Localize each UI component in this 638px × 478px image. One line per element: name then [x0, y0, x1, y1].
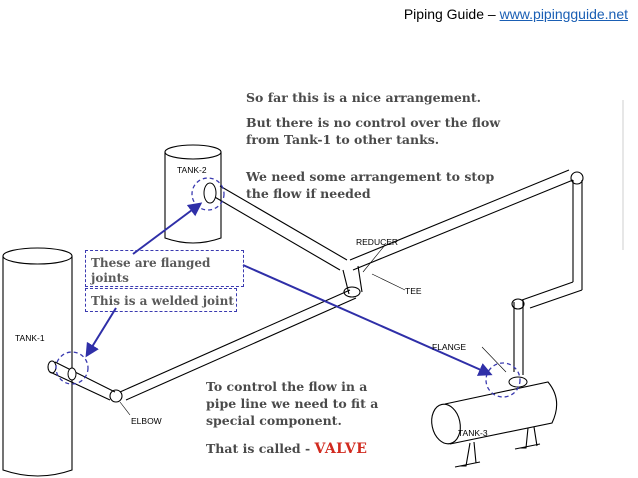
label-tank1: TANK-1 [15, 333, 45, 343]
arrow-to-tank2-flange [132, 202, 203, 255]
tank3-flange [508, 376, 528, 388]
note-to-control: To control the flow in a pipe line we ne… [206, 379, 379, 428]
pipe-network [47, 169, 584, 403]
label-flange: FLANGE [432, 342, 466, 352]
label-reducer: REDUCER [356, 237, 398, 247]
note-no-control: But there is no control over the flow fr… [246, 115, 501, 147]
weld-highlight-tank1 [55, 351, 89, 385]
website-link[interactable]: www.pipingguide.net [499, 6, 628, 22]
note-valve-line: That is called - VALVE [206, 440, 426, 458]
slide-header: Piping Guide – www.pipingguide.net [404, 6, 628, 22]
label-tank3: TANK-3 [458, 428, 488, 438]
arrow-to-tank1-weld [85, 307, 117, 358]
arrow-to-tank3-flange [242, 264, 493, 376]
label-tank2: TANK-2 [177, 165, 207, 175]
tank-3 [431, 381, 558, 468]
tank1-weld [67, 367, 77, 381]
note-nice-arrangement: So far this is a nice arrangement. [246, 90, 482, 105]
header-prefix: Piping Guide – [403, 6, 500, 22]
note-called-prefix: That is called - [206, 441, 315, 456]
label-tee: TEE [405, 286, 422, 296]
label-elbow: ELBOW [131, 416, 162, 426]
callout-flanged-joints: These are flanged joints [91, 256, 211, 285]
flanged-callout-box [85, 250, 244, 287]
flange-highlight-tank3 [485, 362, 521, 398]
tank2-flange [203, 182, 217, 204]
tank-1 [2, 247, 73, 477]
flange-highlight-tank2 [191, 177, 225, 211]
note-need-arrangement: We need some arrangement to stop the flo… [246, 169, 495, 201]
welded-callout-box [85, 288, 237, 312]
valve-word: VALVE [314, 441, 368, 457]
callout-welded-joint: This is a welded joint [91, 294, 234, 308]
